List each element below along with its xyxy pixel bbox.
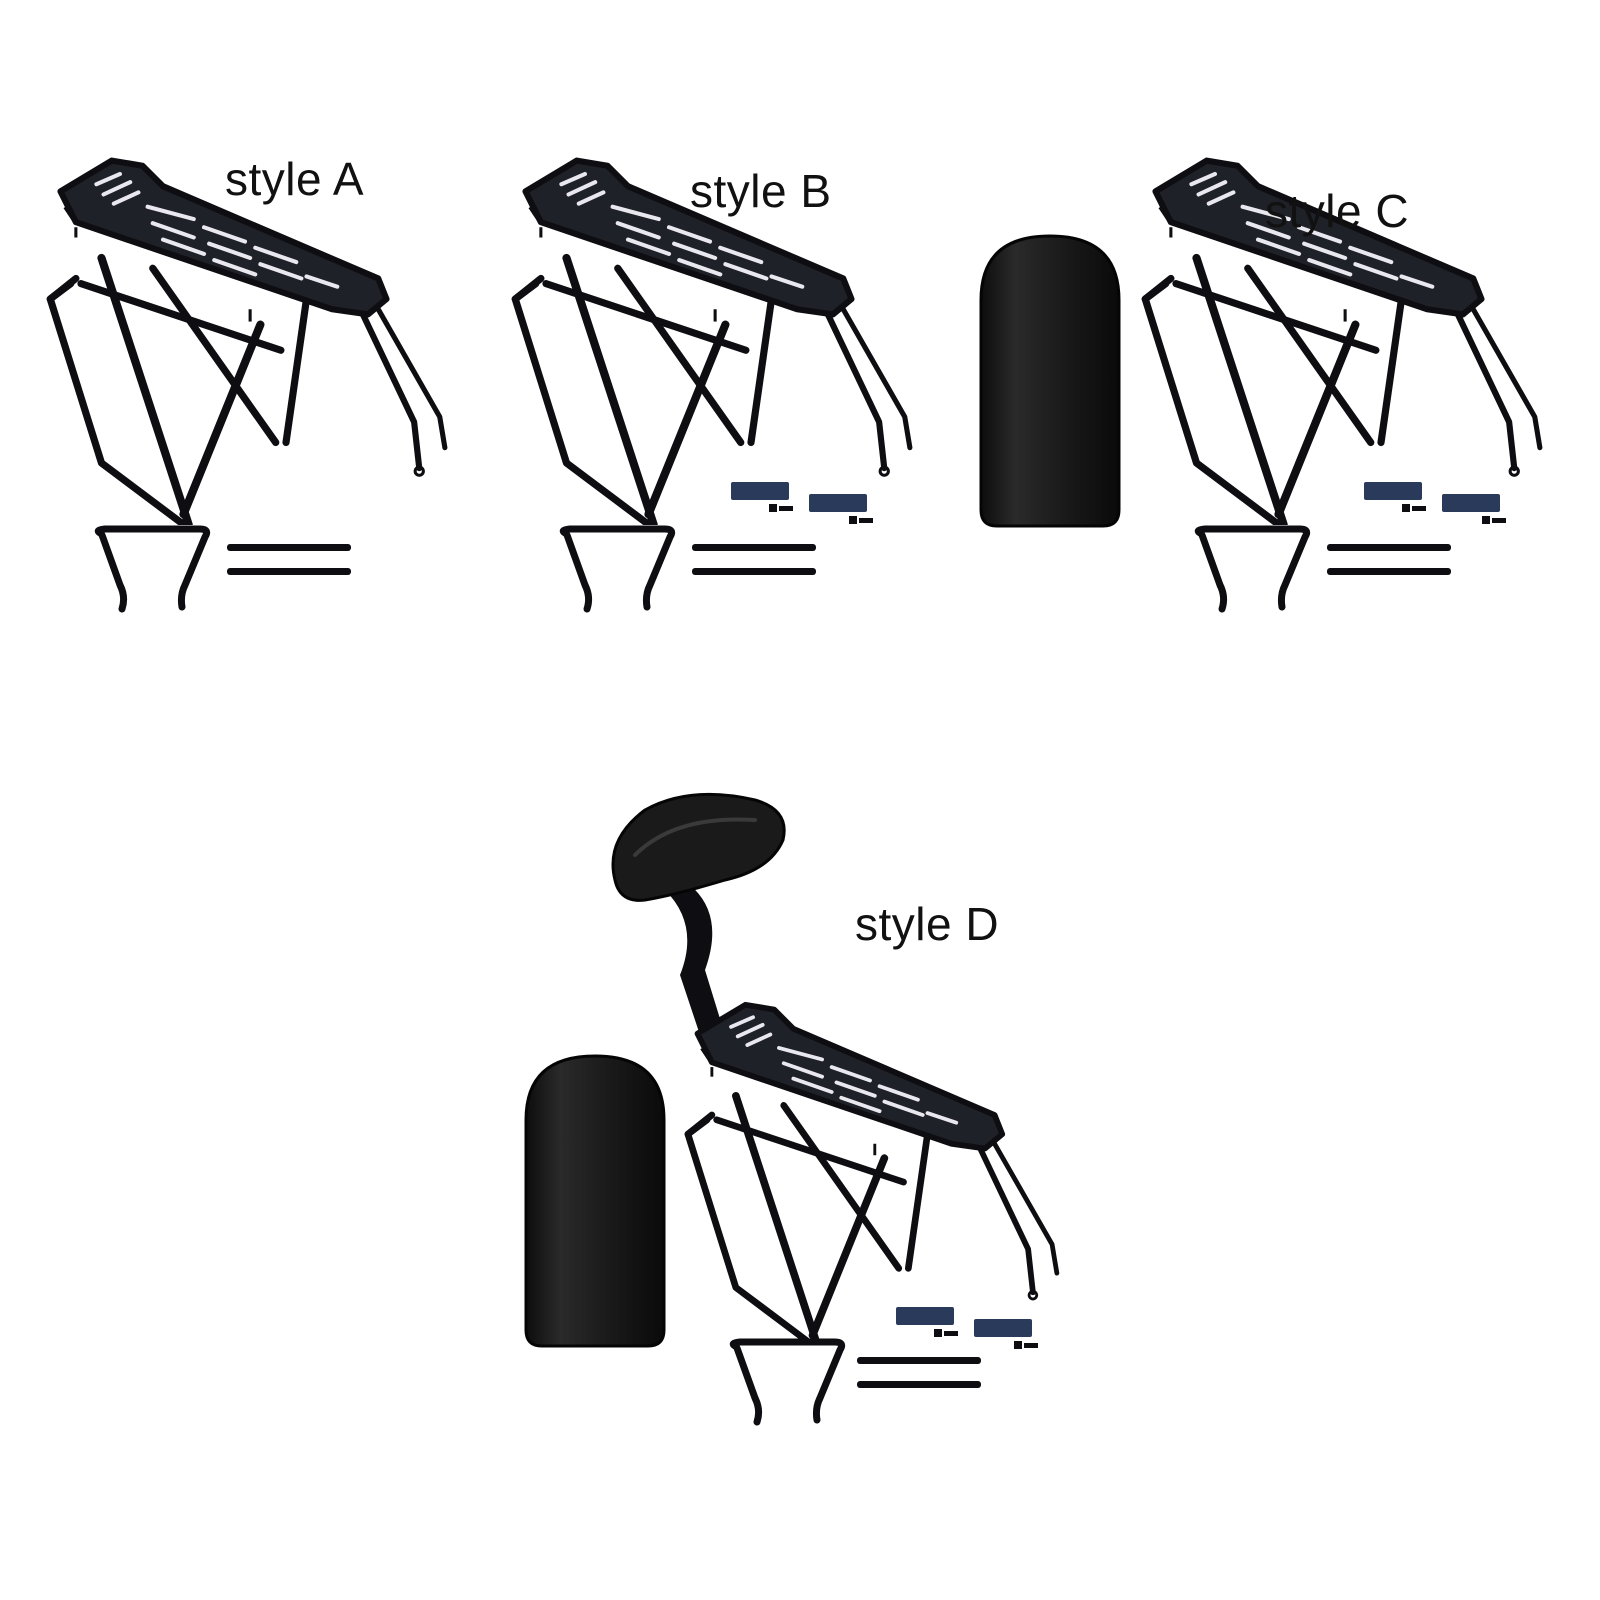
strap-icon [855,1353,985,1393]
support-bracket-icon [90,525,220,615]
rear-rack-icon [675,1000,1065,1345]
strap-icon [1325,540,1455,580]
spacer-kit-icon [1360,480,1510,530]
style-d-label: style D [855,898,1000,950]
spacer-kit-icon [892,1305,1042,1355]
support-bracket-icon [725,1338,855,1428]
rear-rack-icon [40,155,450,525]
style-c-label: style C [1265,185,1410,237]
strap-icon [225,540,355,580]
spacer-kit-icon [727,480,877,530]
style-a-label: style A [225,153,365,205]
strap-icon [690,540,820,580]
style-b-group: style B [495,150,915,620]
style-b-label: style B [690,165,832,217]
style-d-group: style D [520,785,1080,1435]
seat-pad-icon [520,1050,670,1350]
seat-pad-icon [975,230,1125,530]
style-a-group: style A [30,150,450,620]
style-c-group: style C [975,150,1575,620]
support-bracket-icon [555,525,685,615]
support-bracket-icon [1190,525,1320,615]
